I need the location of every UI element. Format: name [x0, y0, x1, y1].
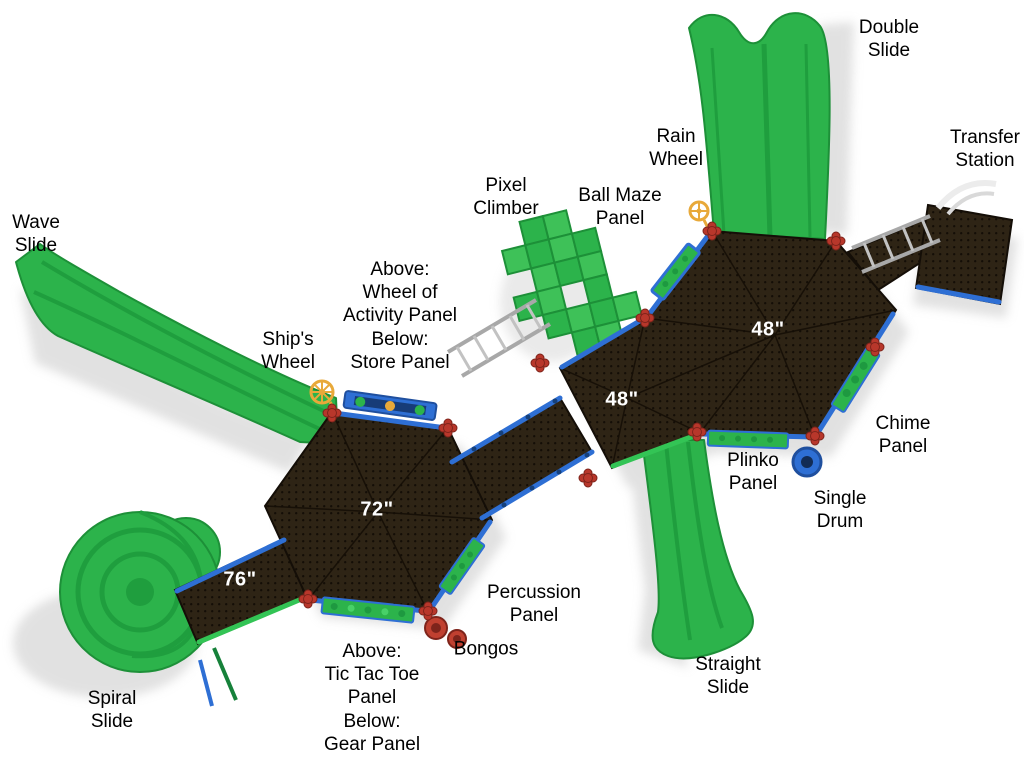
label-percussion-panel: Percussion Panel	[487, 581, 581, 626]
label-chime-panel: Chime Panel	[875, 412, 931, 457]
chime-panel-shape	[830, 346, 881, 413]
label-rain-wheel: Rain Wheel	[649, 125, 703, 170]
bridge-rail-posts	[471, 398, 590, 508]
bongos-shape	[424, 616, 467, 649]
wheel-of-activity-panel-shape	[342, 390, 438, 421]
dimension-deck-right-upper: 48"	[751, 318, 785, 341]
label-plinko-panel: Plinko Panel	[727, 449, 779, 494]
spiral-slide-shape	[59, 510, 238, 707]
label-bongos: Bongos	[453, 638, 519, 660]
dimension-deck-left: 72"	[360, 498, 394, 521]
ball-maze-panel-shape	[650, 242, 701, 301]
label-spiral-slide: Spiral Slide	[87, 687, 137, 732]
label-straight-slide: Straight Slide	[695, 653, 761, 698]
double-slide-shape	[688, 12, 831, 240]
label-ships-wheel: Ship's Wheel	[261, 328, 315, 373]
label-tic-tac-toe: Above: Tic Tac Toe Panel Below: Gear Pan…	[323, 641, 421, 755]
deck-seams	[264, 230, 897, 613]
dimension-walkway: 76"	[223, 568, 257, 591]
label-single-drum: Single Drum	[813, 487, 867, 532]
label-pixel-climber: Pixel Climber	[473, 174, 539, 219]
tic-tac-toe-gear-panel-shape	[320, 596, 416, 624]
label-transfer-station: Transfer Station	[949, 126, 1021, 171]
entry-ladder-icon	[446, 298, 552, 378]
transfer-handrail-icon	[935, 180, 997, 216]
dimension-deck-right-lower: 48"	[605, 388, 639, 411]
label-wheel-of-activity: Above: Wheel of Activity Panel Below: St…	[342, 259, 458, 373]
label-double-slide: Double Slide	[858, 16, 920, 61]
connector-icon	[578, 468, 598, 488]
straight-slide-shape	[641, 439, 754, 660]
percussion-panel-shape	[438, 537, 486, 595]
single-drum-shape	[791, 446, 823, 478]
transfer-ladder-icon	[851, 214, 941, 274]
wave-slide-shape	[15, 243, 339, 445]
plinko-panel-shape	[706, 429, 790, 450]
label-wave-slide: Wave Slide	[12, 211, 60, 256]
label-ball-maze-panel: Ball Maze Panel	[578, 184, 662, 229]
